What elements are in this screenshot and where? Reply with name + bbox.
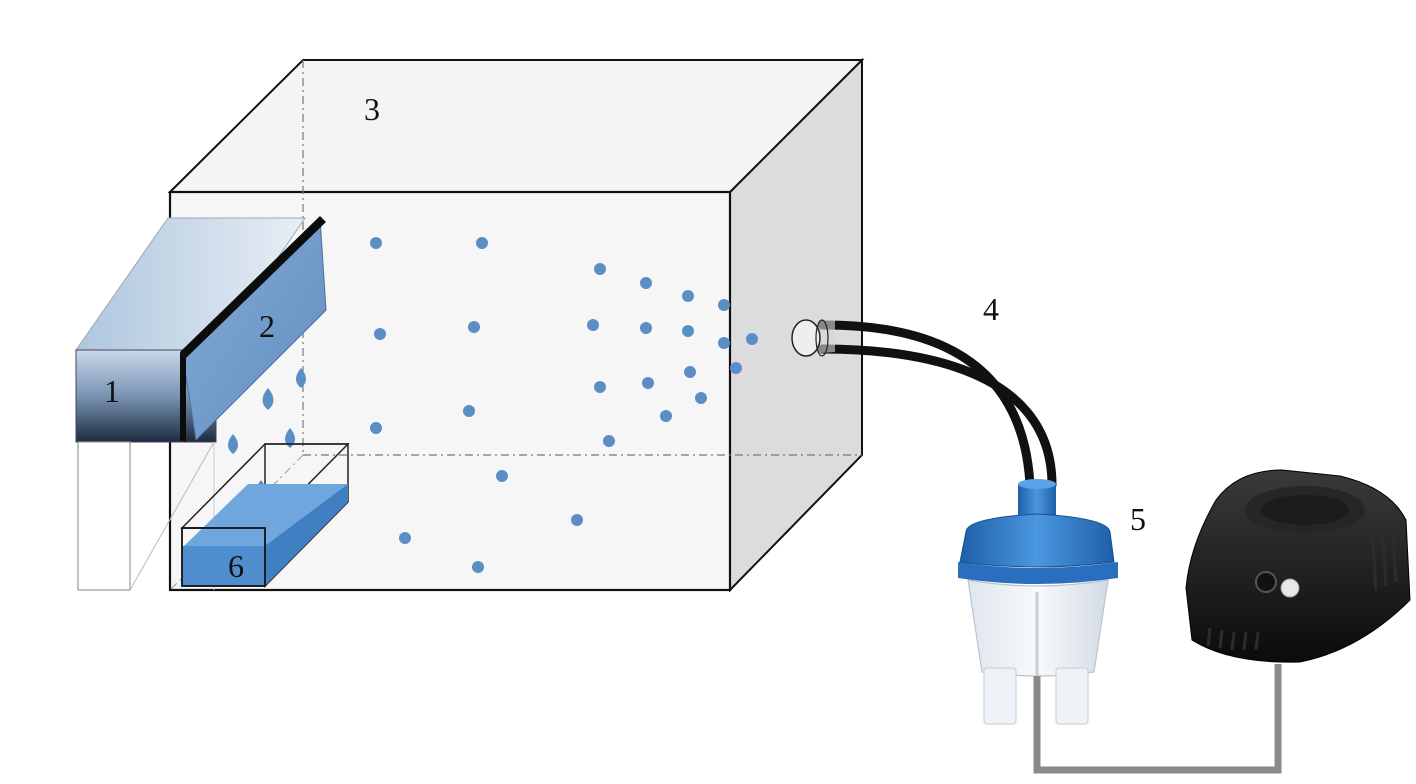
tray-water-side <box>265 484 348 586</box>
aerosol-tube <box>791 318 1057 490</box>
aerosol-droplet <box>472 561 484 573</box>
aerosol-droplet <box>684 366 696 378</box>
label-3: 3 <box>364 91 380 127</box>
aerosol-droplet <box>718 337 730 349</box>
aerosol-droplet <box>587 319 599 331</box>
aerosol-droplet <box>399 532 411 544</box>
aerosol-droplet <box>370 237 382 249</box>
aerosol-droplet <box>695 392 707 404</box>
label-6: 6 <box>228 548 244 584</box>
label-4: 4 <box>983 291 999 327</box>
compressor-vents <box>1206 521 1398 651</box>
aerosol-droplet <box>730 362 742 374</box>
aerosol-droplet <box>640 322 652 334</box>
collection-tray <box>180 443 350 588</box>
nebulizer <box>958 479 1118 725</box>
aerosol-droplets <box>370 237 758 573</box>
aerosol-droplet <box>370 422 382 434</box>
tube-connector <box>791 319 821 357</box>
label-5: 5 <box>1130 501 1146 537</box>
aerosol-droplet <box>746 333 758 345</box>
aerosol-droplet <box>476 237 488 249</box>
tray-water-front <box>182 546 265 586</box>
aerosol-droplet <box>718 299 730 311</box>
label-2: 2 <box>259 308 275 344</box>
aerosol-droplet <box>682 290 694 302</box>
aerosol-droplet <box>642 377 654 389</box>
spray-panel <box>180 216 327 442</box>
aerosol-droplet <box>594 381 606 393</box>
aerosol-droplet <box>640 277 652 289</box>
compressor-outlet <box>1255 571 1277 593</box>
air-line <box>1033 664 1282 774</box>
label-1: 1 <box>104 373 120 409</box>
aerosol-droplet <box>660 410 672 422</box>
aerosol-droplet <box>374 328 386 340</box>
compressor <box>1185 469 1411 663</box>
aerosol-droplet <box>571 514 583 526</box>
nebulizer-cap <box>959 513 1115 568</box>
aerosol-droplet <box>603 435 615 447</box>
tray-water-top <box>184 484 348 546</box>
housing-support <box>77 441 131 591</box>
nebulizer-neck <box>1018 482 1056 524</box>
aerosol-droplet <box>463 405 475 417</box>
power-button <box>1280 578 1300 598</box>
aerosol-droplet <box>496 470 508 482</box>
aerosol-droplet <box>682 325 694 337</box>
aerosol-droplet <box>594 263 606 275</box>
chamber <box>167 57 865 593</box>
aerosol-droplet <box>468 321 480 333</box>
